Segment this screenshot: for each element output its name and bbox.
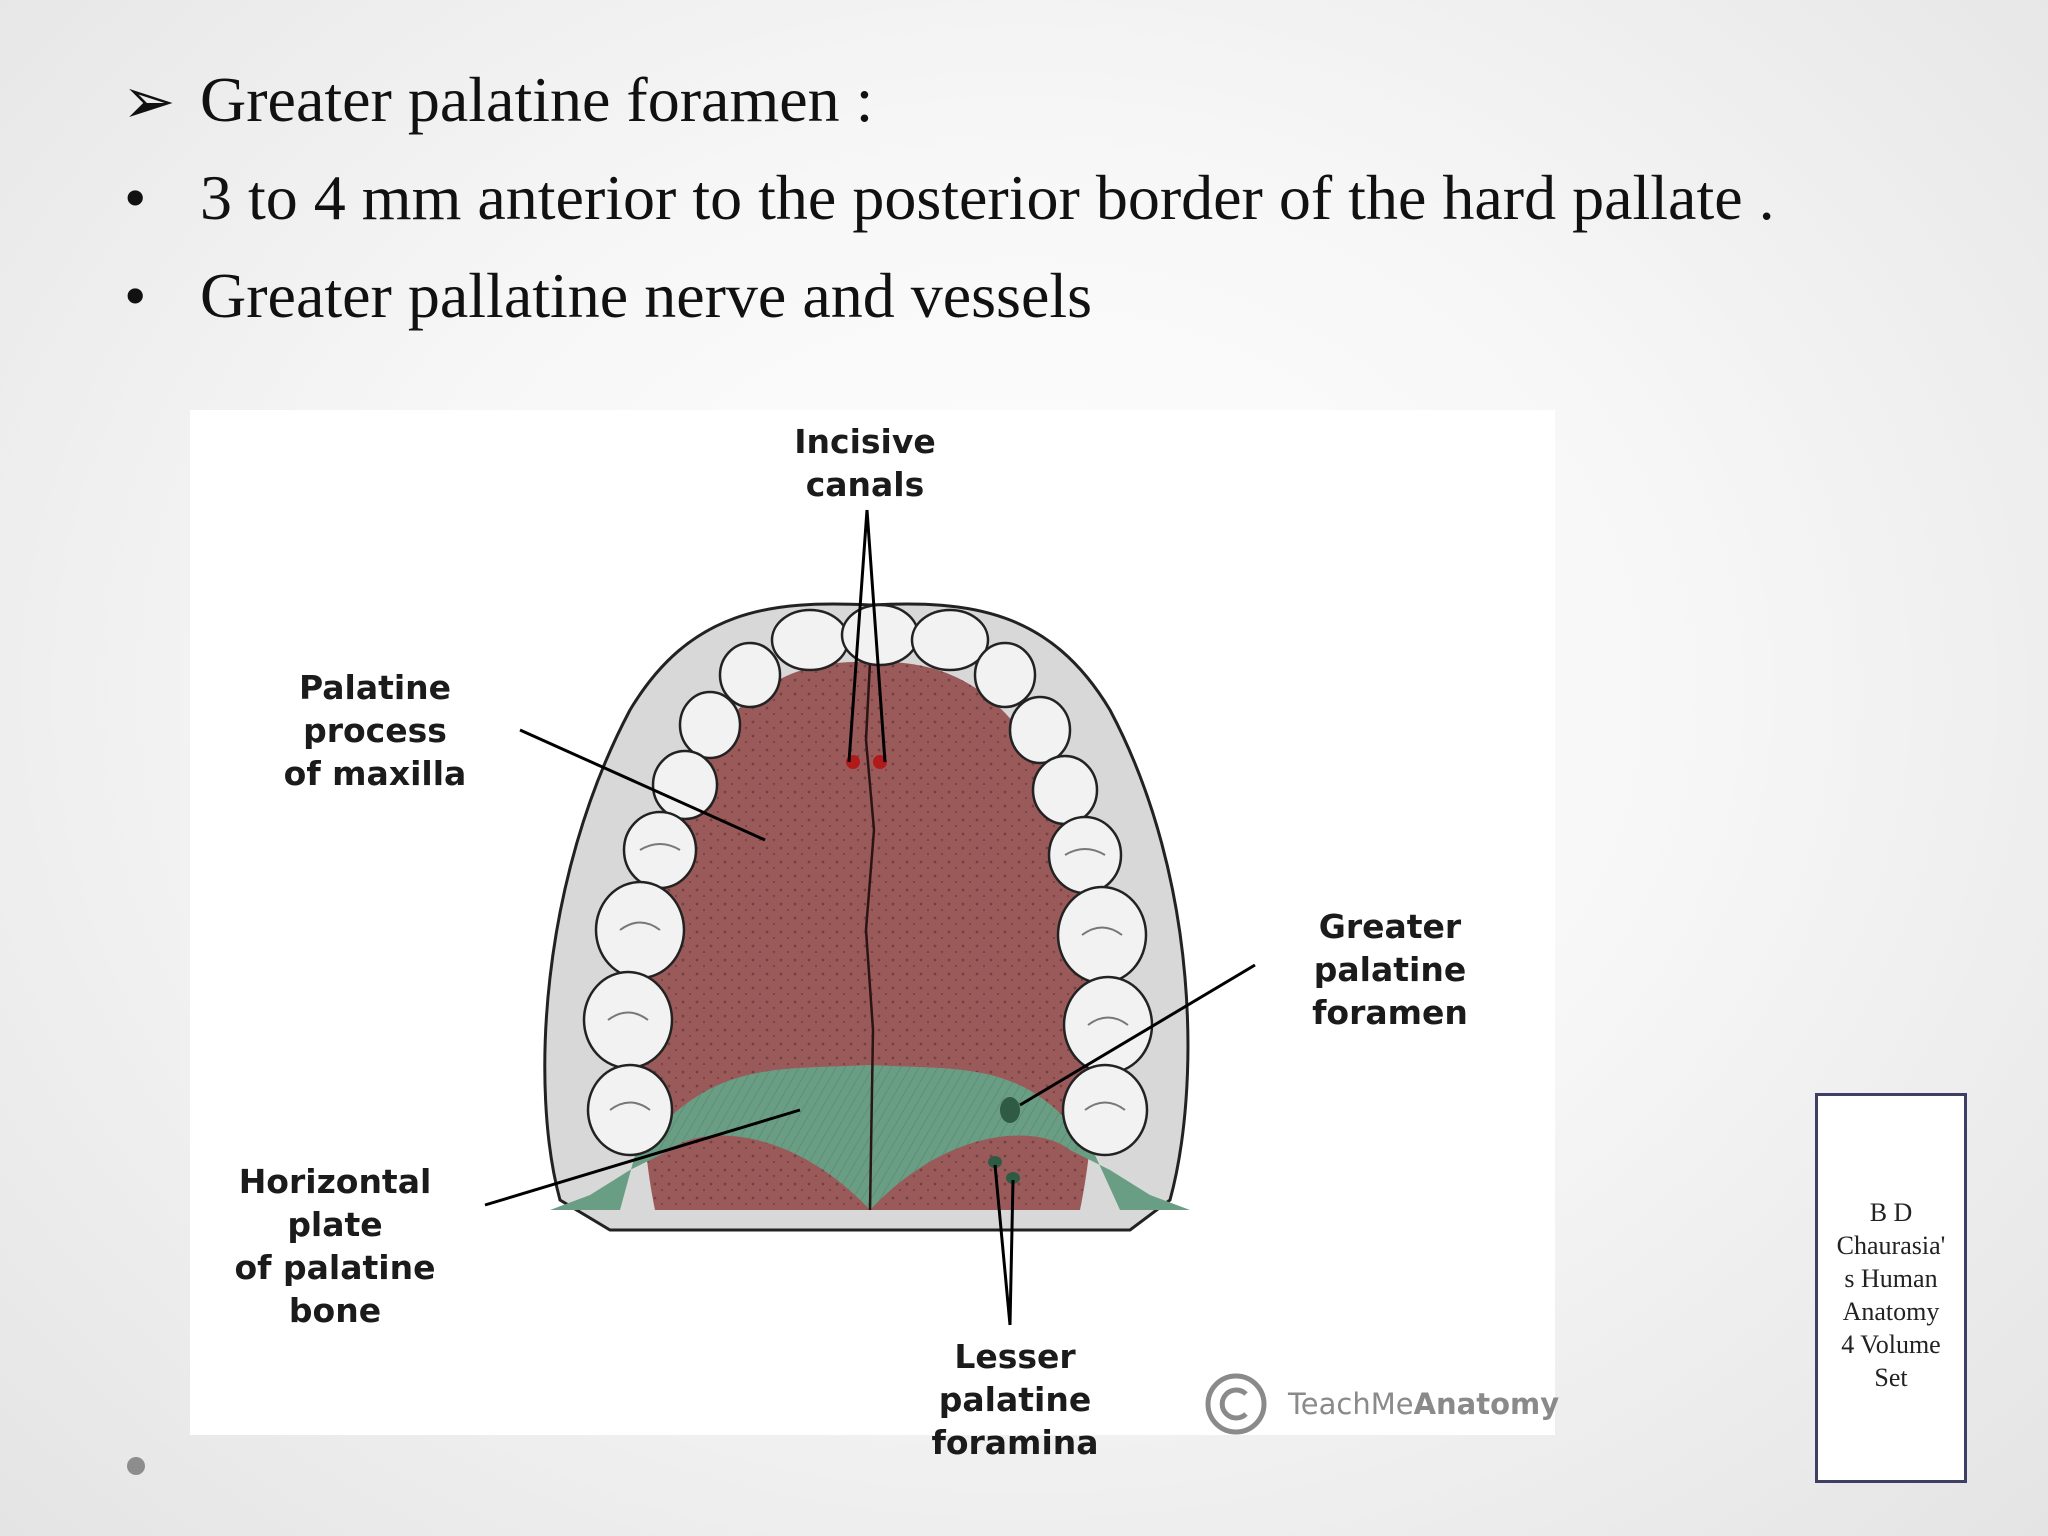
bullet-text: 3 to 4 mm anterior to the posterior bord… <box>200 162 1775 233</box>
teeth <box>582 603 1154 1157</box>
watermark-text: TeachMeAnatomy <box>1288 1387 1560 1421</box>
label-lesser-palatine-foramina: Lesser palatine foramina <box>931 1337 1099 1462</box>
arrow-bullet-icon: ➢ <box>122 66 176 137</box>
label-incisive-canals: Incisive canals <box>794 422 936 504</box>
label-horizontal-plate: Horizontal plate of palatine bone <box>234 1162 436 1330</box>
dot-bullet-icon: • <box>124 162 147 233</box>
bullet-item: • 3 to 4 mm anterior to the posterior bo… <box>120 156 1970 254</box>
leader-lines <box>484 509 1256 1326</box>
bullet-list: ➢ Greater palatine foramen : • 3 to 4 mm… <box>120 58 1970 352</box>
label-palatine-process: Palatine process of maxilla <box>283 668 467 793</box>
footer-dot-icon <box>127 1457 145 1475</box>
reference-text: B D Chaurasia' s Human Anatomy 4 Volume … <box>1836 1198 1946 1392</box>
reference-box: B D Chaurasia' s Human Anatomy 4 Volume … <box>1815 1093 1967 1483</box>
bullet-item: ➢ Greater palatine foramen : <box>120 58 1970 156</box>
palate-illustration <box>484 509 1256 1326</box>
dot-bullet-icon: • <box>124 260 147 331</box>
palate-figure: Incisive canals Palatine process of maxi… <box>190 410 1559 1462</box>
bullet-item: • Greater pallatine nerve and vessels <box>120 254 1970 352</box>
bullet-heading: Greater palatine foramen : <box>200 64 874 135</box>
copyright-icon <box>1205 1373 1267 1435</box>
label-greater-palatine-foramen: Greater palatine foramen <box>1312 907 1468 1032</box>
bullet-text: Greater pallatine nerve and vessels <box>200 260 1093 331</box>
